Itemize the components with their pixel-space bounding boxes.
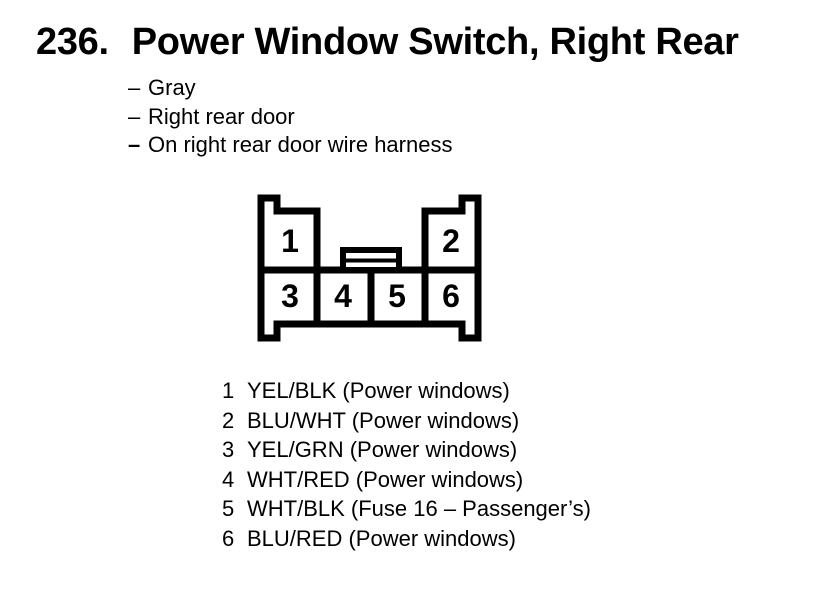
pin-legend: 1 YEL/BLK (Power windows) 2 BLU/WHT (Power… bbox=[222, 376, 591, 554]
pin-number: 2 bbox=[222, 407, 235, 433]
detail-bullet-list: –Gray –Right rear door –On right rear do… bbox=[128, 74, 452, 160]
pin-description: BLU/WHT (Power windows) bbox=[247, 407, 520, 433]
pin-number: 5 bbox=[222, 496, 235, 522]
bullet-dash: – bbox=[128, 103, 141, 129]
pin-row: 1 YEL/BLK (Power windows) bbox=[222, 376, 591, 406]
connector-pin-4-label: 4 bbox=[334, 278, 352, 314]
connector-diagram: 1 2 3 4 5 6 bbox=[257, 194, 482, 342]
bullet-dash: – bbox=[128, 132, 141, 158]
bullet-color-text: Gray bbox=[148, 75, 196, 100]
section-title-row: 236. Power Window Switch, Right Rear bbox=[36, 20, 739, 64]
bullet-harness: –On right rear door wire harness bbox=[128, 131, 452, 160]
bullet-location: –Right rear door bbox=[128, 103, 452, 132]
connector-pin-5-label: 5 bbox=[388, 278, 406, 314]
connector-pin-1-label: 1 bbox=[281, 223, 299, 259]
bullet-location-text: Right rear door bbox=[148, 103, 295, 129]
pin-number: 4 bbox=[222, 466, 235, 492]
pin-row: 6 BLU/RED (Power windows) bbox=[222, 524, 591, 554]
section-number: 236. bbox=[36, 21, 109, 63]
pin-row: 4 WHT/RED (Power windows) bbox=[222, 465, 591, 495]
pin-description: YEL/GRN (Power windows) bbox=[247, 437, 518, 463]
pin-description: WHT/BLK (Fuse 16 – Passenger’s) bbox=[247, 496, 591, 522]
pin-row: 5 WHT/BLK (Fuse 16 – Passenger’s) bbox=[222, 494, 591, 524]
pin-description: YEL/BLK (Power windows) bbox=[247, 378, 510, 403]
connector-pin-3-label: 3 bbox=[281, 278, 299, 314]
pin-number: 1 bbox=[222, 378, 235, 403]
pin-number: 6 bbox=[222, 525, 235, 551]
bullet-dash: – bbox=[128, 75, 141, 100]
bullet-color: –Gray bbox=[128, 74, 452, 103]
connector-pin-2-label: 2 bbox=[442, 223, 460, 259]
pin-number: 3 bbox=[222, 437, 235, 463]
pin-description: BLU/RED (Power windows) bbox=[247, 525, 516, 551]
pin-row: 2 BLU/WHT (Power windows) bbox=[222, 406, 591, 436]
bullet-harness-text: On right rear door wire harness bbox=[148, 132, 453, 158]
pin-row: 3 YEL/GRN (Power windows) bbox=[222, 435, 591, 465]
pin-description: WHT/RED (Power windows) bbox=[247, 466, 524, 492]
page-title: Power Window Switch, Right Rear bbox=[131, 21, 739, 63]
connector-pin-6-label: 6 bbox=[442, 278, 460, 314]
